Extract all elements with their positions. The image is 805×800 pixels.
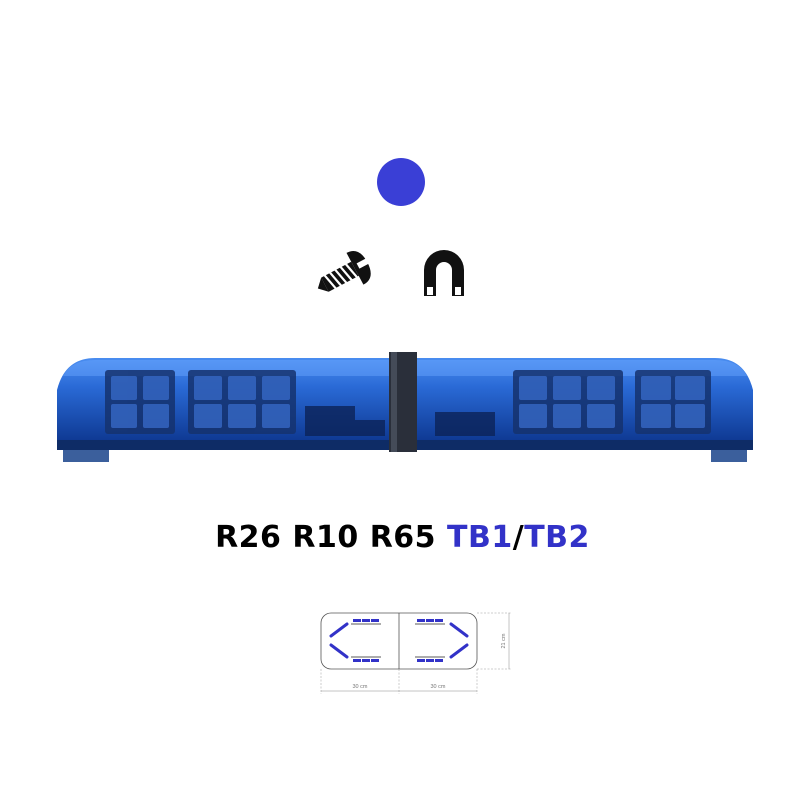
screw-mount-icon — [317, 250, 371, 292]
light-color-indicator — [377, 158, 425, 206]
code-tb1: TB1 — [447, 520, 513, 555]
lightbar-image — [57, 352, 753, 462]
code-tb2: TB2 — [524, 520, 590, 555]
code-slash: / — [512, 520, 525, 555]
certification-codes: R26 R10 R65 TB1/TB2 — [0, 520, 805, 555]
dimension-depth: 21 cm — [501, 633, 507, 648]
code-r65: R65 — [369, 520, 437, 555]
code-r10: R10 — [292, 520, 359, 555]
code-r26: R26 — [215, 520, 282, 555]
dimension-width-right: 30 cm — [431, 684, 446, 690]
dimension-width-left: 30 cm — [353, 684, 368, 690]
dimension-diagram: 30 cm 30 cm 21 cm — [320, 612, 511, 694]
magnet-mount-icon — [424, 250, 464, 296]
